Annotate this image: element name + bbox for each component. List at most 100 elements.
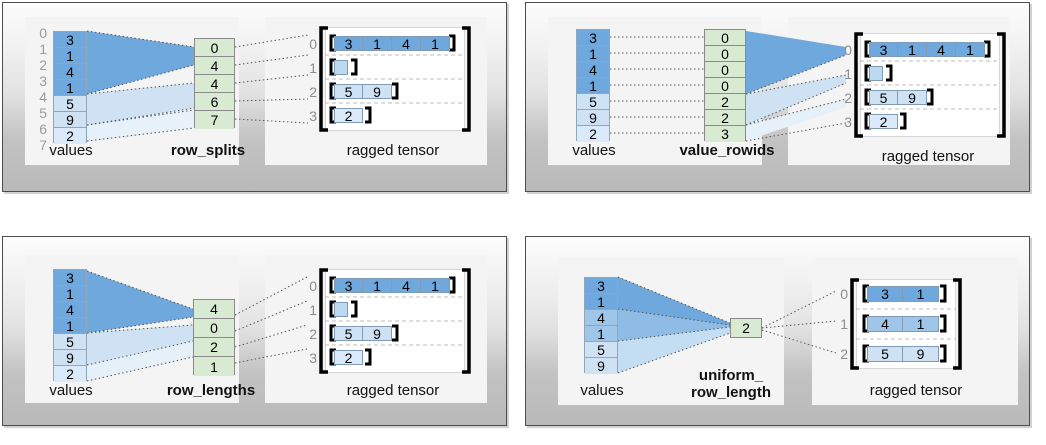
ragged-cell: 1: [363, 36, 392, 52]
ragged-cell-empty: [869, 66, 883, 81]
value-cell: 5: [54, 334, 86, 350]
values-column: 3 1 4 1 5 9: [584, 277, 618, 374]
ragged-cell: 5: [334, 84, 363, 100]
values-caption: values: [572, 142, 616, 159]
panel-row-lengths: 3 1 4 1 5 9 2 4 0 2 1: [2, 236, 507, 426]
value-cell: 1: [54, 80, 86, 96]
ragged-row-empty: [334, 302, 348, 317]
value-rowids-cell: 2: [705, 110, 745, 126]
value-index: 2: [39, 57, 47, 73]
value-cell: 1: [585, 294, 617, 310]
ragged-row-empty: [334, 60, 348, 75]
ragged-row-label: 2: [309, 326, 317, 342]
ragged-cell: 2: [334, 108, 363, 124]
value-cell: 5: [577, 94, 609, 110]
value-cell: 1: [54, 48, 86, 64]
ragged-cell: 5: [334, 326, 363, 342]
ragged-cell: 1: [956, 42, 985, 58]
value-cell: 1: [577, 46, 609, 62]
ragged-cell: 2: [869, 114, 898, 130]
row-splits-cell: 4: [195, 75, 234, 93]
ragged-row-label: 0: [844, 42, 852, 58]
values-column: 3 1 4 1 5 9 2: [53, 269, 87, 382]
encoding-caption: value_rowids: [679, 142, 775, 159]
ragged-cell: 3: [869, 42, 898, 58]
ragged-cell-empty: [334, 60, 348, 75]
ragged-cell: 2: [334, 350, 363, 366]
ragged-caption: ragged tensor: [869, 382, 963, 399]
value-cell: 5: [585, 342, 617, 358]
ragged-row-empty: [869, 66, 883, 81]
value-cell: 9: [54, 350, 86, 366]
ragged-row-label: 1: [844, 66, 852, 82]
values-caption: values: [580, 382, 624, 399]
value-cell: 3: [585, 278, 617, 294]
value-cell: 1: [54, 286, 86, 302]
ragged-cell-empty: [334, 302, 348, 317]
ragged-row-label: 3: [844, 114, 852, 130]
value-cell: 2: [54, 366, 86, 382]
values-column: 3 1 4 1 5 9 2: [53, 31, 87, 144]
ragged-caption: ragged tensor: [346, 142, 440, 159]
values-caption: values: [49, 382, 93, 399]
value-index: 1: [39, 41, 47, 57]
row-splits-cell: 6: [195, 93, 234, 111]
ragged-cell: 3: [334, 36, 363, 52]
value-cell: 3: [577, 30, 609, 46]
encoding-caption: uniform_ row_length: [690, 367, 771, 402]
value-cell: 9: [585, 358, 617, 374]
value-cell: 4: [54, 64, 86, 80]
ragged-row-label: 2: [844, 90, 852, 106]
ragged-cell: 1: [363, 278, 392, 294]
ragged-cell: 3: [334, 278, 363, 294]
value-rowids-cell: 2: [705, 94, 745, 110]
value-rowids-cell: 0: [705, 78, 745, 94]
value-cell: 9: [54, 112, 86, 128]
ragged-row-label: 2: [309, 84, 317, 100]
ragged-cell: 1: [421, 36, 450, 52]
ragged-row: 3 1 4 1: [869, 42, 985, 58]
panel-value-rowids: 3 1 4 1 5 9 2 0 0 0 0 2 2 3: [525, 2, 1030, 192]
ragged-row: 5 9: [867, 346, 939, 362]
uniform-row-length-column: 2: [730, 318, 762, 338]
value-cell: 4: [585, 310, 617, 326]
encoding-caption: row_lengths: [166, 382, 256, 399]
value-index: 6: [39, 121, 47, 137]
ragged-row: 3 1 4 1: [334, 278, 450, 294]
value-cell: 4: [577, 62, 609, 78]
ragged-row: 2: [334, 108, 363, 124]
ragged-row-label: 0: [309, 278, 317, 294]
ragged-row-label: 1: [309, 302, 317, 318]
row-lengths-cell: 2: [194, 338, 234, 357]
row-lengths-cell: 0: [194, 319, 234, 338]
ragged-cell: 4: [392, 36, 421, 52]
value-rowids-cell: 0: [705, 30, 745, 46]
row-splits-column: 0 4 4 6 7: [194, 38, 235, 129]
row-splits-cell: 0: [195, 39, 234, 57]
value-index: 4: [39, 89, 47, 105]
ragged-row: 5 9: [334, 326, 392, 342]
value-cell: 2: [577, 126, 609, 142]
panel-uniform-row-length: 3 1 4 1 5 9 2 0 1: [525, 236, 1030, 426]
value-cell: 1: [585, 326, 617, 342]
value-index: 0: [39, 25, 47, 41]
ragged-row-label: 1: [840, 316, 848, 332]
values-column: 3 1 4 1 5 9 2: [576, 29, 610, 142]
ragged-row-label: 1: [309, 60, 317, 76]
value-rowids-cell: 0: [705, 62, 745, 78]
panel-row-splits: 0 1 2 3 4 5 6 7 3 1 4 1 5 9 2 0 4 4 6 7: [2, 2, 507, 192]
value-rowids-cell: 3: [705, 126, 745, 142]
value-rowids-column: 0 0 0 0 2 2 3: [704, 29, 746, 142]
value-rowids-cell: 0: [705, 46, 745, 62]
ragged-cell: 1: [898, 42, 927, 58]
ragged-row: 4 1: [867, 316, 939, 332]
ragged-cell: 3: [867, 286, 903, 302]
ragged-cell: 4: [867, 316, 903, 332]
value-cell: 9: [577, 110, 609, 126]
ragged-row: 5 9: [869, 90, 927, 106]
ragged-cell: 9: [363, 326, 392, 342]
ragged-row-label: 2: [840, 346, 848, 362]
encoding-caption: row_splits: [170, 142, 246, 159]
value-index: 5: [39, 105, 47, 121]
